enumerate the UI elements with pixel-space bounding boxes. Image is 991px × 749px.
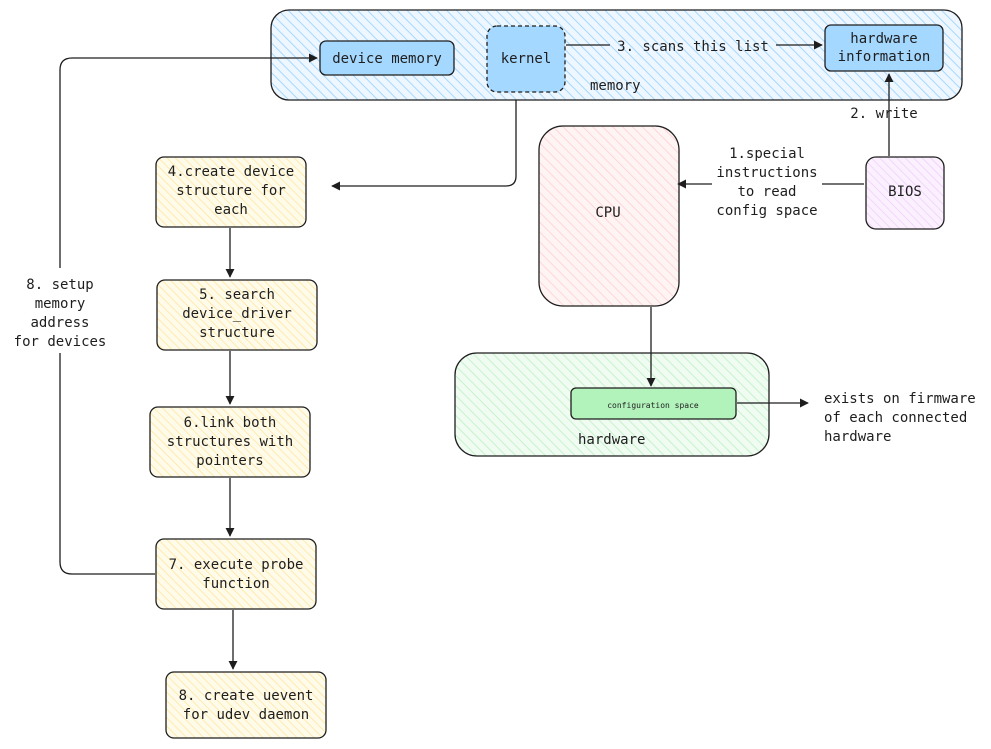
step-6-node[interactable]: 6.link both structures with pointers xyxy=(149,406,311,478)
label-special-line-1: 1.special xyxy=(729,146,805,162)
label-setup-line-3: address xyxy=(30,315,89,331)
bios-node[interactable]: BIOS xyxy=(865,156,945,230)
hardware-information-label-1: hardware xyxy=(850,31,917,47)
step-7-node[interactable]: 7. execute probe function xyxy=(155,538,317,610)
label-special-line-4: config space xyxy=(716,203,817,219)
step-7-line-2: function xyxy=(202,576,269,592)
label-special-instructions: 1.special instructions to read config sp… xyxy=(716,146,817,219)
step-5-line-2: device_driver xyxy=(182,306,292,322)
label-setup-line-4: for devices xyxy=(14,334,107,350)
step-4-line-3: each xyxy=(214,202,248,218)
edge-setup-upper xyxy=(59,53,318,268)
label-setup-line-2: memory xyxy=(35,296,86,312)
label-setup-line-1: 8. setup xyxy=(26,277,93,293)
step-6-line-3: pointers xyxy=(196,453,263,469)
edge-setup-lower xyxy=(59,353,155,575)
step-7-line-1: 7. execute probe xyxy=(169,557,304,573)
configuration-space-node[interactable]: configuration space xyxy=(570,387,737,420)
memory-container: memory xyxy=(270,9,963,101)
bios-label: BIOS xyxy=(888,184,922,200)
kernel-label: kernel xyxy=(501,51,552,67)
hardware-label: hardware xyxy=(578,432,645,448)
step-8-line-2: for udev daemon xyxy=(183,707,309,723)
step-6-line-1: 6.link both xyxy=(184,415,277,431)
step-5-node[interactable]: 5. search device_driver structure xyxy=(156,279,318,351)
device-memory-node[interactable]: device memory xyxy=(319,40,455,76)
step-8-line-1: 8. create uevent xyxy=(179,688,314,704)
kernel-node[interactable]: kernel xyxy=(486,25,566,93)
label-setup-memory: 8. setup memory address for devices xyxy=(14,277,107,350)
device-memory-label: device memory xyxy=(332,51,442,67)
memory-label: memory xyxy=(590,78,641,94)
configuration-space-label: configuration space xyxy=(607,401,699,410)
step-4-line-1: 4.create device xyxy=(168,164,294,180)
hardware-information-node[interactable]: hardware information xyxy=(824,24,944,72)
label-write: 2. write xyxy=(850,106,917,122)
hardware-information-label-2: information xyxy=(838,49,931,65)
label-firmware-note: exists on firmware of each connected har… xyxy=(824,391,976,445)
label-special-line-2: instructions xyxy=(716,165,817,181)
label-special-line-3: to read xyxy=(737,184,796,200)
step-5-line-1: 5. search xyxy=(199,287,275,303)
label-firmware-line-2: of each connected xyxy=(824,410,967,426)
step-8-node[interactable]: 8. create uevent for udev daemon xyxy=(165,671,327,739)
step-4-node[interactable]: 4.create device structure for each xyxy=(155,156,307,228)
step-4-line-2: structure for xyxy=(176,183,286,199)
edge-kernel-step4 xyxy=(331,100,517,191)
step-6-line-2: structures with xyxy=(167,434,293,450)
cpu-label: CPU xyxy=(595,205,620,221)
label-scans-list: 3. scans this list xyxy=(617,39,769,55)
step-5-line-3: structure xyxy=(199,325,275,341)
cpu-node[interactable]: CPU xyxy=(538,125,680,307)
label-firmware-line-1: exists on firmware xyxy=(824,391,976,407)
label-firmware-line-3: hardware xyxy=(824,429,891,445)
